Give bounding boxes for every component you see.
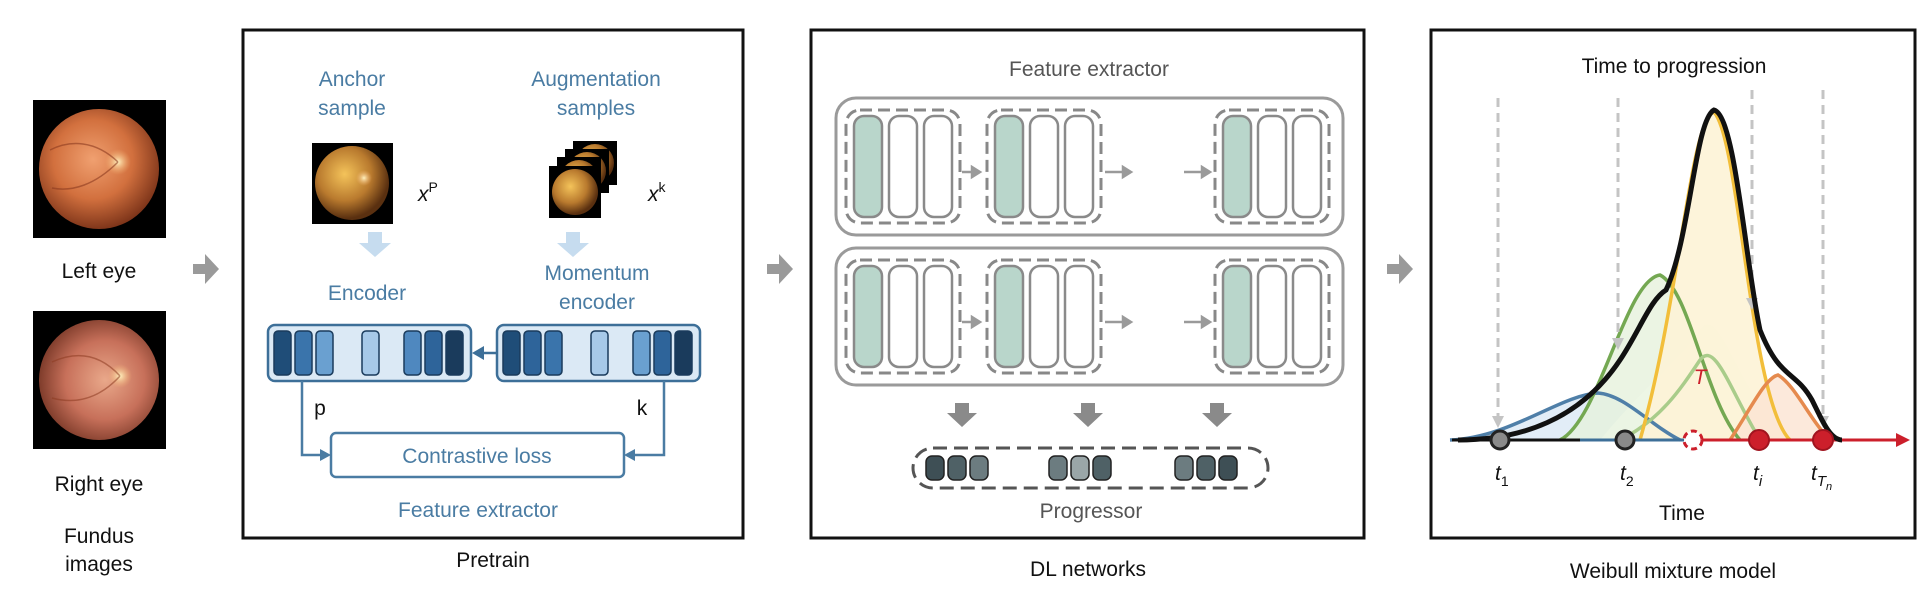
momentum-label-line2: encoder [559, 291, 635, 314]
p-label: p [314, 397, 326, 420]
event-marker-ti [1748, 429, 1770, 451]
weibull-x-label: Time [1659, 502, 1705, 525]
momentum-encoder-block [495, 323, 702, 383]
xk-symbol: xk [647, 179, 667, 206]
anchor-label-line2: sample [318, 97, 386, 120]
anchor-label-line1: Anchor [319, 68, 386, 91]
fundus-caption-line1: Fundus [64, 525, 134, 548]
dl-feature-extractor-label: Feature extractor [1009, 58, 1169, 81]
weibull-title: Time to progression [1582, 55, 1767, 78]
contrastive-loss-label: Contrastive loss [402, 445, 551, 468]
tTn-label: tTn [1811, 462, 1832, 493]
t1-label: t1 [1495, 462, 1509, 489]
flow-arrow-2-icon [767, 254, 793, 284]
observation-arrows [1496, 90, 1825, 418]
momentum-to-encoder-arrow-icon [472, 346, 484, 360]
augmentation-label-line1: Augmentation [531, 68, 661, 91]
fundus-caption-line2: images [65, 553, 133, 576]
dl-caption: DL networks [1030, 558, 1146, 581]
down-arrow-1-icon [947, 403, 977, 427]
augmentation-down-arrow-icon [557, 232, 589, 257]
flow-arrow-1-icon [193, 254, 219, 284]
contrastive-loss-box [329, 431, 626, 479]
anchor-down-arrow-icon [359, 232, 391, 257]
censor-marker-t2 [1614, 429, 1636, 451]
censor-marker-t1 [1489, 429, 1511, 451]
k-label: k [637, 397, 648, 420]
mixture-envelope-curve [1457, 107, 1843, 443]
time-axis-arrow-icon [1896, 433, 1910, 447]
right-eye-label: Right eye [55, 473, 144, 496]
T-label: T [1694, 366, 1709, 389]
flow-arrow-3-icon [1387, 254, 1413, 284]
progressor-label: Progressor [1040, 500, 1143, 523]
progressor-block [911, 446, 1270, 490]
t2-label: t2 [1620, 462, 1634, 489]
momentum-label-line1: Momentum [544, 262, 649, 285]
left-eye-label: Left eye [62, 260, 137, 283]
pretrain-panel: Anchor sample Augmentation samples xP xk… [241, 28, 745, 540]
row2-block-1 [844, 258, 962, 375]
ti-label: ti [1753, 462, 1763, 490]
row2-block-2 [985, 258, 1103, 375]
row1-block-3 [1213, 108, 1331, 225]
weibull-caption: Weibull mixture model [1570, 560, 1776, 583]
encoder-block [266, 323, 473, 383]
weibull-component-3 [1619, 353, 1762, 442]
down-arrow-3-icon [1202, 403, 1232, 427]
T-marker [1682, 429, 1704, 451]
event-marker-tTn [1812, 429, 1834, 451]
pretrain-feature-extractor-label: Feature extractor [398, 499, 558, 522]
pretrain-caption: Pretrain [456, 549, 530, 572]
xp-symbol: xP [417, 179, 438, 206]
augmentation-label-line2: samples [557, 97, 635, 120]
row2-block-3 [1213, 258, 1331, 375]
row1-block-2 [985, 108, 1103, 225]
row1-block-1 [844, 108, 962, 225]
fundus-column: Left eye Right eye Fundus images [33, 100, 166, 576]
down-arrow-2-icon [1073, 403, 1103, 427]
encoder-label: Encoder [328, 282, 406, 305]
weibull-panel: Time to progression [1429, 28, 1917, 540]
weibull-component-5 [1728, 373, 1832, 442]
dl-networks-panel: Feature extractor [809, 28, 1366, 540]
augmentation-images [549, 141, 617, 218]
